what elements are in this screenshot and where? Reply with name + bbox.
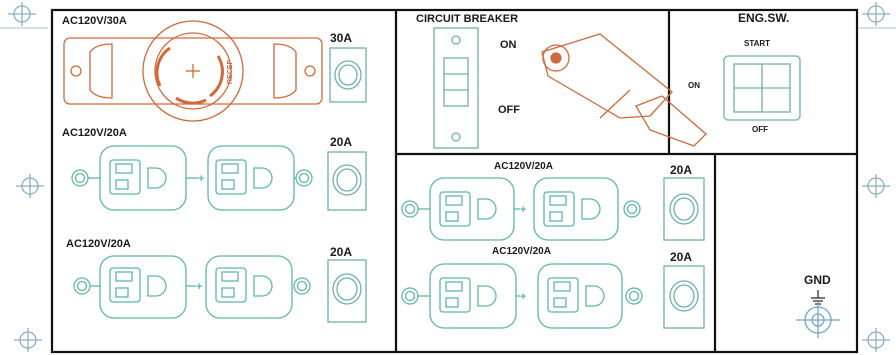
outlet-20a-left-2-label: AC120V/20A (66, 238, 131, 250)
circuit-breaker-off-label: OFF (498, 104, 520, 116)
panel-frame (50, 8, 859, 354)
outlet-20a-center-1-label: AC120V/20A (494, 161, 553, 172)
engine-switch-section: ENG.SW. START ON OFF (688, 11, 801, 134)
svg-text:+: + (196, 281, 202, 293)
breaker-30a-button[interactable] (329, 47, 367, 103)
fuel-lever-icon[interactable] (541, 33, 707, 147)
outlet-20a-center-2-section: AC120V/20A + 20A (401, 246, 705, 329)
screw-right (295, 169, 313, 187)
svg-text:+: + (520, 291, 526, 303)
engine-switch-start-label: START (744, 39, 770, 48)
circuit-breaker-on-label: ON (500, 39, 517, 51)
circuit-breaker-section: CIRCUIT BREAKER ON OFF (416, 13, 707, 149)
outlet-20a-left-1-label: AC120V/20A (62, 127, 127, 139)
circuit-breaker-title: CIRCUIT BREAKER (416, 13, 518, 25)
mounting-mark-top-left (8, 2, 36, 26)
breaker-30a-rating: 30A (330, 31, 352, 45)
mounting-mark-top-right (862, 2, 890, 26)
outlet-20a-left-2-section: AC120V/20A + 20A (66, 238, 367, 323)
receptacle-face-outer (142, 20, 244, 122)
breaker-20a-center-1-button[interactable] (663, 177, 705, 241)
ground-section: GND (796, 273, 840, 338)
mounting-mark-middle-left (16, 174, 44, 198)
svg-text:+: + (198, 173, 204, 185)
breaker-20a-center-2-button[interactable] (663, 265, 705, 329)
duplex-receptacle-center-2[interactable]: + (401, 263, 643, 329)
mounting-mark-bottom-right (862, 328, 890, 352)
mounting-mark-middle-right (862, 174, 890, 198)
duplex-receptacle-center-1[interactable]: + (401, 177, 641, 241)
ground-terminal[interactable] (796, 302, 840, 338)
mount-hole-left (70, 65, 82, 77)
receptacle-brand-mark: RECEP (227, 60, 234, 84)
breaker-20a-left-1-rating: 20A (330, 135, 352, 149)
ground-label: GND (804, 273, 831, 287)
engine-switch-rocker[interactable] (723, 55, 801, 121)
breaker-20a-left-2-rating: 20A (330, 245, 352, 259)
mount-hole-right (304, 65, 316, 77)
engine-switch-off-label: OFF (752, 125, 768, 134)
outlet-30a-label: AC120V/30A (62, 15, 127, 27)
duplex-receptacle-left-1[interactable]: + (71, 145, 313, 211)
circuit-breaker-toggle[interactable] (433, 27, 479, 149)
breaker-20a-left-1-button[interactable] (327, 151, 367, 211)
outlet-20a-left-1-section: AC120V/20A + 20A (62, 127, 367, 211)
engine-switch-title: ENG.SW. (738, 11, 789, 25)
mounting-mark-bottom-left (14, 328, 42, 352)
screw-left (71, 169, 89, 187)
outlet-30a-section: AC120V/30A RECEP 30A (62, 15, 367, 122)
duplex-receptacle-left-2[interactable]: + (73, 255, 311, 319)
breaker-20a-left-2-button[interactable] (327, 259, 367, 323)
svg-text:+: + (520, 204, 526, 216)
twist-lock-receptacle[interactable] (63, 20, 323, 122)
breaker-20a-center-1-rating: 20A (670, 163, 692, 177)
breaker-20a-center-2-rating: 20A (670, 250, 692, 264)
outlet-20a-center-2-label: AC120V/20A (492, 246, 551, 257)
ground-symbol-icon (811, 290, 825, 305)
outlet-20a-center-1-section: AC120V/20A + 20A (401, 161, 705, 241)
receptacle-face-inner (154, 32, 232, 110)
engine-switch-on-label: ON (688, 81, 700, 90)
